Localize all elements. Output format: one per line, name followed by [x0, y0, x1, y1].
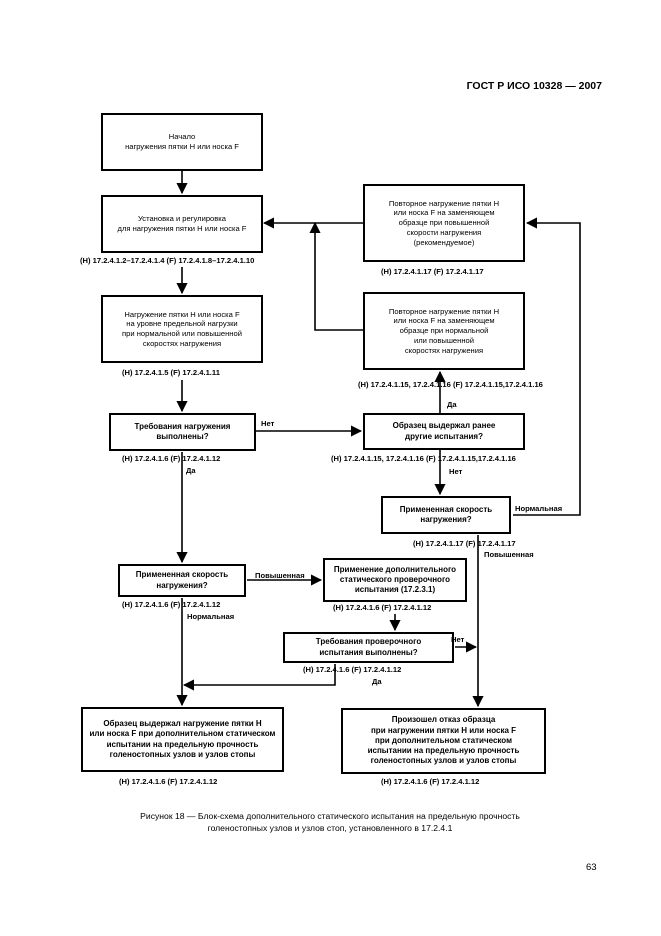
box-proof-req-met: Требования проверочного испытания выполн… — [283, 632, 454, 663]
ref-proof-req-met: (H) 17.2.4.1.6 (F) 17.2.4.1.12 — [303, 665, 402, 674]
label-no-2: Нет — [449, 467, 463, 476]
box-install: Установка и регулировка для нагружения п… — [101, 195, 263, 253]
ref-withstood: (H) 17.2.4.1.6 (F) 17.2.4.1.12 — [119, 777, 218, 786]
label-no-3: Нет — [451, 635, 465, 644]
box-rate-applied-2: Примененная скорость нагружения? — [381, 496, 511, 534]
box-load-limit: Нагружение пятки H или носка F на уровне… — [101, 295, 263, 363]
box-req-met: Требования нагружения выполнены? — [109, 413, 256, 451]
ref-load-limit: (H) 17.2.4.1.5 (F) 17.2.4.1.11 — [122, 368, 220, 377]
figure-caption: Рисунок 18 — Блок-схема дополнительного … — [140, 811, 520, 834]
ref-install: (H) 17.2.4.1.2–17.2.4.1.4 (F) 17.2.4.1.8… — [80, 256, 255, 265]
edge-repeatnormal-install — [314, 223, 363, 331]
box-repeat-replace: Повторное нагружение пятки H или носка F… — [363, 184, 525, 262]
ref-extra-static: (H) 17.2.4.1.6 (F) 17.2.4.1.12 — [333, 603, 432, 612]
box-withstood: Образец выдержал нагружение пятки H или … — [81, 707, 284, 772]
label-normal-1: Нормальная — [187, 612, 235, 621]
ref-repeat-normal: (H) 17.2.4.1.15, 17.2.4.1.16 (F) 17.2.4.… — [358, 380, 543, 389]
box-sample-prev: Образец выдержал ранее другие испытания? — [363, 413, 525, 450]
label-yes-2: Да — [186, 466, 196, 475]
ref-rate-applied-1: (H) 17.2.4.1.6 (F) 17.2.4.1.12 — [122, 600, 221, 609]
label-no-1: Нет — [261, 419, 275, 428]
box-rate-applied-1: Примененная скорость нагружения? — [118, 564, 246, 597]
ref-failure: (H) 17.2.4.1.6 (F) 17.2.4.1.12 — [381, 777, 480, 786]
label-yes-3: Да — [372, 677, 382, 686]
ref-repeat-replace: (H) 17.2.4.1.17 (F) 17.2.4.1.17 — [381, 267, 484, 276]
page-number: 63 — [586, 862, 597, 873]
box-extra-static: Применение дополнительного статического … — [323, 558, 467, 602]
box-start: Начало нагружения пятки H или носка F — [101, 113, 263, 171]
ref-rate-applied-2: (H) 17.2.4.1.17 (F) 17.2.4.1.17 — [413, 539, 516, 548]
document-header: ГОСТ Р ИСО 10328 — 2007 — [466, 80, 602, 92]
edge-rate2-repeatreplace — [513, 217, 581, 516]
box-failure: Произошел отказ образца при нагружении п… — [341, 708, 546, 774]
ref-req-met: (H) 17.2.4.1.6 (F) 17.2.4.1.12 — [122, 454, 221, 463]
edge-proof-withstood — [182, 664, 336, 691]
label-increased-1: Повышенная — [255, 571, 305, 580]
label-normal-2: Нормальная — [515, 504, 563, 513]
box-repeat-normal: Повторное нагружение пятки H или носка F… — [363, 292, 525, 370]
label-yes-1: Да — [447, 400, 457, 409]
ref-sample-prev: (H) 17.2.4.1.15, 17.2.4.1.16 (F) 17.2.4.… — [331, 454, 516, 463]
label-increased-2: Повышенная — [484, 550, 534, 559]
